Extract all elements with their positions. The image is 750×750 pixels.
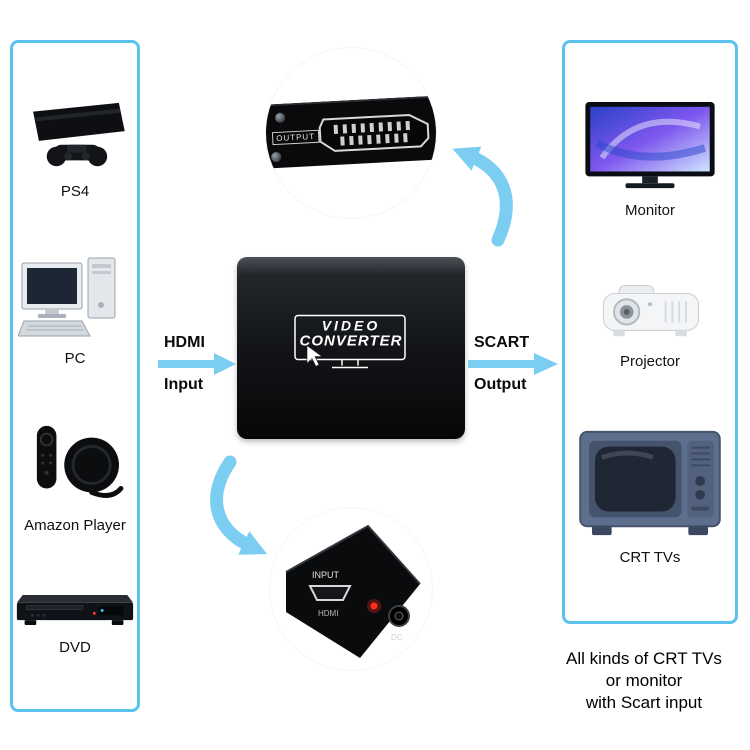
device-label-projector: Projector bbox=[619, 353, 681, 370]
hdmi-closeup-icon: INPUT HDMI DC bbox=[285, 524, 421, 658]
brand-line-1: VIDEO bbox=[321, 317, 381, 334]
output-devices-panel: Monitor Projector bbox=[562, 40, 738, 624]
hdmi-socket-icon bbox=[308, 585, 352, 601]
ps4-icon bbox=[33, 102, 125, 167]
caption-line-3: with Scart input bbox=[585, 693, 703, 713]
converter-logo: VIDEO CONVERTER bbox=[285, 310, 417, 384]
monitor-outline-icon bbox=[294, 314, 406, 369]
projector-icon bbox=[602, 285, 699, 337]
streaming-player-icon bbox=[36, 425, 124, 498]
device-label-ps4: PS4 bbox=[60, 183, 90, 200]
brand-line-2: CONVERTER bbox=[299, 332, 403, 350]
caption-line-2: or monitor bbox=[605, 671, 683, 691]
converter-brand: VIDEO CONVERTER bbox=[285, 317, 417, 351]
dvd-player-icon bbox=[16, 594, 134, 625]
device-item-monitor: Monitor bbox=[581, 99, 719, 219]
dc-label: DC bbox=[391, 633, 403, 642]
power-led-icon bbox=[370, 602, 378, 610]
screw-icon bbox=[270, 151, 282, 163]
desktop-pc-icon bbox=[17, 257, 115, 337]
curved-arrow-down-icon bbox=[210, 455, 268, 555]
hdmi-input-line1: HDMI bbox=[164, 334, 205, 351]
hdmi-port-label: HDMI bbox=[318, 609, 338, 618]
input-port-label: INPUT bbox=[312, 570, 340, 580]
hdmi-input-label: HDMI Input bbox=[158, 334, 236, 394]
caption-line-1: All kinds of CRT TVs bbox=[566, 649, 722, 668]
curved-arrow-up-icon bbox=[452, 146, 513, 247]
converter-device: VIDEO CONVERTER bbox=[237, 257, 465, 439]
scart-output-label: SCART Output bbox=[468, 334, 558, 394]
hdmi-input-line2: Input bbox=[164, 376, 204, 393]
crt-tv-icon bbox=[579, 430, 721, 535]
device-item-amazon-player: Amazon Player bbox=[20, 420, 130, 534]
scart-port-closeup: OUTPUT bbox=[266, 48, 436, 218]
source-devices-panel: PS4 PC bbox=[10, 40, 140, 712]
flat-monitor-icon bbox=[585, 101, 715, 188]
scart-connector-icon bbox=[318, 113, 430, 152]
device-label-amazon-player: Amazon Player bbox=[24, 517, 126, 534]
screw-icon bbox=[274, 112, 286, 123]
device-label-dvd: DVD bbox=[59, 639, 91, 656]
device-label-crt-tvs: CRT TVs bbox=[619, 548, 681, 566]
cursor-icon bbox=[306, 344, 323, 367]
output-port-label: OUTPUT bbox=[271, 129, 320, 146]
scart-output-line1: SCART bbox=[474, 334, 530, 351]
device-item-pc: PC bbox=[17, 253, 133, 367]
scart-output-arrow-icon bbox=[468, 353, 558, 375]
converter-edge-closeup: OUTPUT bbox=[266, 95, 436, 169]
hdmi-input-arrow-icon bbox=[158, 353, 236, 375]
device-item-dvd: DVD bbox=[13, 587, 137, 656]
device-item-ps4: PS4 bbox=[20, 96, 130, 200]
device-label-monitor: Monitor bbox=[624, 201, 676, 219]
device-item-projector: Projector bbox=[588, 274, 713, 370]
caption: All kinds of CRT TVs or monitor with Sca… bbox=[538, 648, 750, 714]
device-label-pc: PC bbox=[64, 350, 86, 367]
device-item-crt-tv: CRT TVs bbox=[575, 426, 725, 566]
scart-output-line2: Output bbox=[474, 376, 527, 393]
hdmi-port-closeup: INPUT HDMI DC bbox=[270, 508, 432, 670]
